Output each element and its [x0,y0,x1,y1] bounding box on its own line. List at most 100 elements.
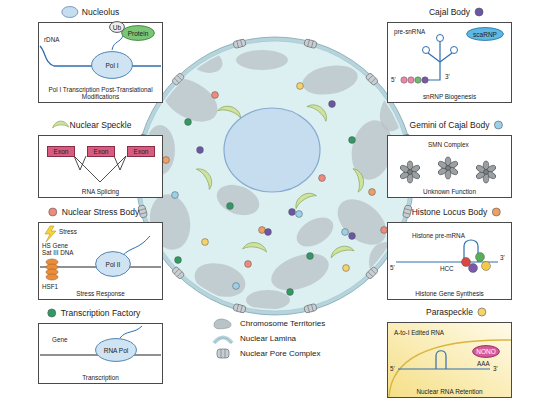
chromosome-territory [191,258,250,302]
panel-caption: Histone Gene Synthesis [390,290,509,297]
panel-caption: snRNP Biogenesis [390,93,509,100]
chromosome-territory [266,247,333,298]
pore-body [233,39,246,49]
annotation-label: HS Gene [42,242,68,249]
annotation-label: A-to-I Edited RNA [394,329,444,336]
panel-title: Transcription Factory [61,308,141,318]
panel-title: Gemini of Cajal Body [410,120,490,130]
annotation-label: rDNA [44,36,59,43]
pore-channel [174,78,179,83]
exon-box: Exon [127,146,155,157]
shape-fill [96,252,131,277]
nuclear-body-dot [212,92,219,99]
stem-loop [436,351,446,369]
shape-label: Exon [134,148,149,155]
shape-fill [88,147,115,157]
nuclear-body-dot [233,283,240,290]
nuclear-pore [304,39,317,49]
nuclear-pore [365,266,378,279]
annotation-label: 5' [391,76,396,83]
nuclear-body-dot [197,147,204,154]
pore-sample-line [225,349,226,358]
shape-fill [96,339,137,362]
chromosome-territory [155,69,225,130]
chromosome-territory [292,212,339,253]
nuclear-body-dot [163,157,170,164]
smn-complex [399,161,421,183]
smn-core [446,166,451,171]
nuclear-pore [402,205,412,218]
pore-channel [174,269,179,274]
panel-caption: Nuclear RNA Retention [390,388,509,395]
annotation-label: 3' [445,73,450,80]
pore-body [365,72,378,85]
stem-loop [423,47,430,54]
shape-fill [467,28,504,41]
pore-channel [308,40,310,47]
nuclear-body-dot [172,192,179,199]
shape-fill [48,147,75,157]
territory-sample [214,319,231,329]
panel-background [387,135,512,198]
annotation-label: 3' [493,365,498,372]
ellipse-shape: RNA Pol [95,338,137,362]
rna-strand [428,53,452,62]
pore-channel [371,78,376,83]
smn-core [408,170,413,175]
annotation-label: Gene [52,336,67,343]
paraspeckle-edge [389,340,511,397]
cap-protein [408,77,414,83]
rna-strand [396,261,498,262]
nuclear-pore [233,39,246,49]
title-icon [53,121,69,128]
pore-body [304,39,317,49]
title-icons [48,7,503,318]
nuclear-body-dot [319,175,326,182]
title-icon [475,8,483,16]
nuclear-speckle-shape [329,244,354,258]
pore-body [171,266,184,279]
legend-item: Nuclear Pore Complex [212,346,325,361]
lamina-sample [214,338,232,344]
annotation-label: SMN Complex [428,141,469,148]
nuclear-body-dot [289,209,296,216]
nuclear-body-dot [185,119,192,126]
pore-channel [177,272,182,277]
shape-fill [110,22,125,33]
nuclear-body-dot [175,257,182,264]
nuclear-speckle-shape [307,100,331,122]
legend-text: Chromosome Territories [240,319,325,328]
cap-protein [422,77,428,83]
ellipse-shape: Pol II [95,251,131,277]
chromosome-territories [134,43,416,310]
pore-channel [237,304,239,311]
shape-label: Exon [94,148,109,155]
nuclear-body-dot [265,229,272,236]
stem-loop [437,35,444,42]
title-icon [49,208,57,216]
annotation-label: HSF1 [42,283,58,290]
ellipse-shape: NONO [472,345,500,358]
nuclear-speckle-shape [243,241,268,253]
nuclear-lamina [136,37,414,315]
shape-label: Exon [54,148,69,155]
pore-channel [311,41,313,48]
pore-body [365,266,378,279]
pore-channel [140,212,147,214]
pore-channel [368,75,373,80]
exon-box: Exon [87,146,115,157]
pore-channel [403,212,410,214]
shape-label: RNA Pol [104,347,129,354]
lamina-sample-edge [214,338,232,344]
ellipse-shape: Protein [121,25,155,41]
body-panel: NucleolusPol I Transcription Post-Transl… [38,22,163,103]
nuclear-speckle-shape [218,103,243,119]
title-icon [62,7,78,18]
shape-fill [92,52,133,79]
pore-body [233,303,246,313]
nuclear-pore [171,266,184,279]
ellipse-shape: Pol I [91,51,133,79]
nuclear-body-dot [343,265,350,272]
annotation-label: Histone pre-mRNA [412,232,465,239]
